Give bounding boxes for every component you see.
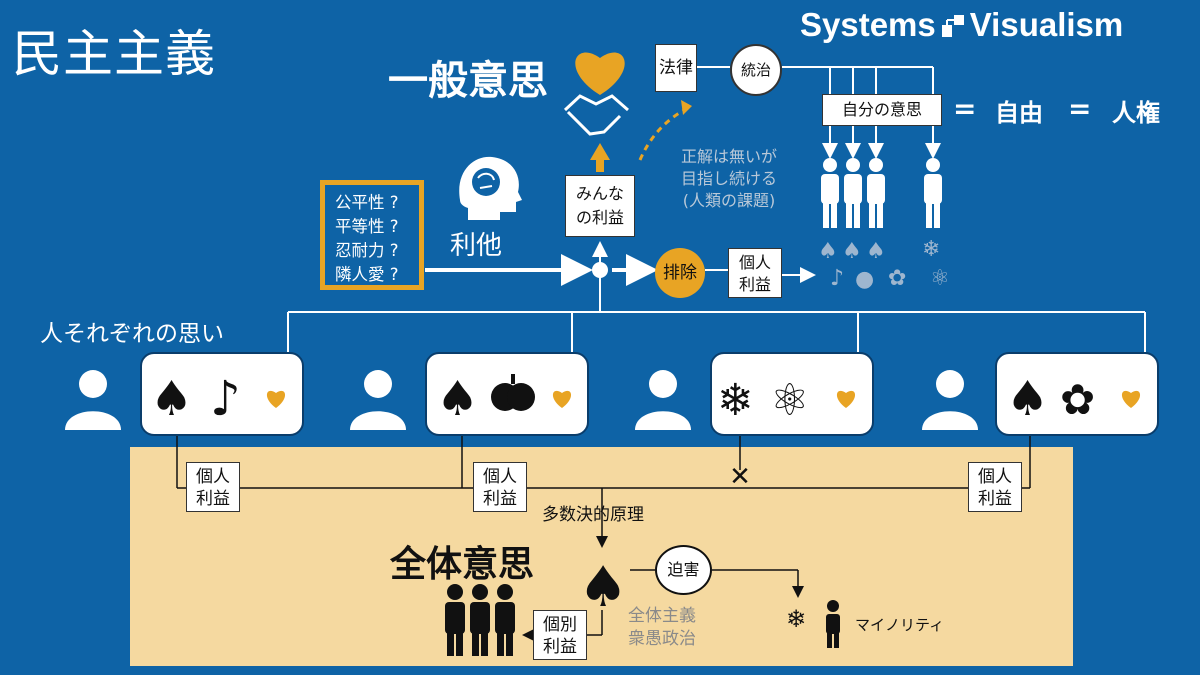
persecution-circle: 迫害	[655, 545, 712, 595]
questions-box: 公平性 ? 平等性 ? 忍耐力 ? 隣人愛 ?	[320, 180, 424, 290]
totalitarian-label: 全体主義 衆愚政治	[628, 605, 696, 651]
individual-interest-line-2: 利益	[483, 489, 517, 509]
svg-text:✕: ✕	[729, 462, 751, 492]
individual-thoughts-label: 人それぞれの思い	[40, 321, 224, 347]
individual-interest-box-top: 個人 利益	[728, 248, 782, 298]
individual-interest-line-1: 個人	[978, 467, 1012, 487]
brand-left: Systems	[800, 6, 936, 43]
individual-interest-line-1: 個人	[483, 467, 517, 487]
note-line-2: 目指し続ける	[680, 169, 777, 188]
individual-interest-box-3: 個人 利益	[968, 462, 1022, 512]
individual-interest-box-2: 個人 利益	[473, 462, 527, 512]
thought-bubble-1	[140, 352, 304, 436]
page-title: 民主主義	[12, 25, 216, 83]
thought-bubble-3	[710, 352, 874, 436]
question-fairness: 公平性 ?	[335, 193, 399, 212]
general-will-label: 一般意思	[388, 58, 548, 104]
question-neighborly-love: 隣人愛 ?	[335, 265, 399, 284]
thought-bubble-2	[425, 352, 589, 436]
totalitarian-line-2: 衆愚政治	[628, 629, 696, 649]
note-line-3: (人類の課題)	[682, 191, 776, 210]
individual-interest-line-1: 個人	[738, 253, 771, 272]
brand-mark-icon	[940, 9, 966, 37]
exclusion-circle: 排除	[655, 248, 705, 298]
common-interest-line-2: の利益	[575, 208, 624, 227]
majority-rule-label: 多数決的原理	[542, 505, 644, 525]
freedom-label: 自由	[995, 99, 1043, 127]
individual-interest-line-2: 利益	[196, 489, 230, 509]
question-equality: 平等性 ?	[335, 217, 399, 236]
governance-circle: 統治	[730, 44, 782, 96]
individual-interest-box-1: 個人 利益	[186, 462, 240, 512]
thought-bubble-4	[995, 352, 1159, 436]
equals-sign-1: =	[953, 92, 977, 125]
note-line-1: 正解は無いが	[680, 147, 777, 166]
will-of-all-label: 全体意思	[390, 544, 535, 585]
law-box: 法律	[655, 44, 697, 92]
question-patience: 忍耐力 ?	[335, 241, 399, 260]
totalitarian-line-1: 全体主義	[628, 606, 696, 626]
minority-label: マイノリティ	[855, 616, 945, 634]
individual-interest-line-2: 利益	[738, 275, 771, 294]
note-text: 正解は無いが 目指し続ける (人類の課題)	[664, 146, 794, 212]
altruism-label: 利他	[450, 231, 503, 261]
common-interest-line-1: みんな	[575, 184, 624, 203]
separate-interest-box: 個別 利益	[533, 610, 587, 660]
equals-sign-2: =	[1068, 92, 1092, 125]
rights-label: 人権	[1112, 99, 1160, 127]
brand-logo: Systems Visualism	[800, 6, 1123, 44]
separate-interest-line-1: 個別	[543, 615, 577, 635]
brand-right: Visualism	[969, 6, 1124, 43]
separate-interest-line-2: 利益	[543, 637, 577, 657]
individual-interest-line-1: 個人	[196, 467, 230, 487]
own-will-box: 自分の意思	[822, 94, 942, 126]
individual-interest-line-2: 利益	[978, 489, 1012, 509]
common-interest-box: みんな の利益	[565, 175, 635, 237]
